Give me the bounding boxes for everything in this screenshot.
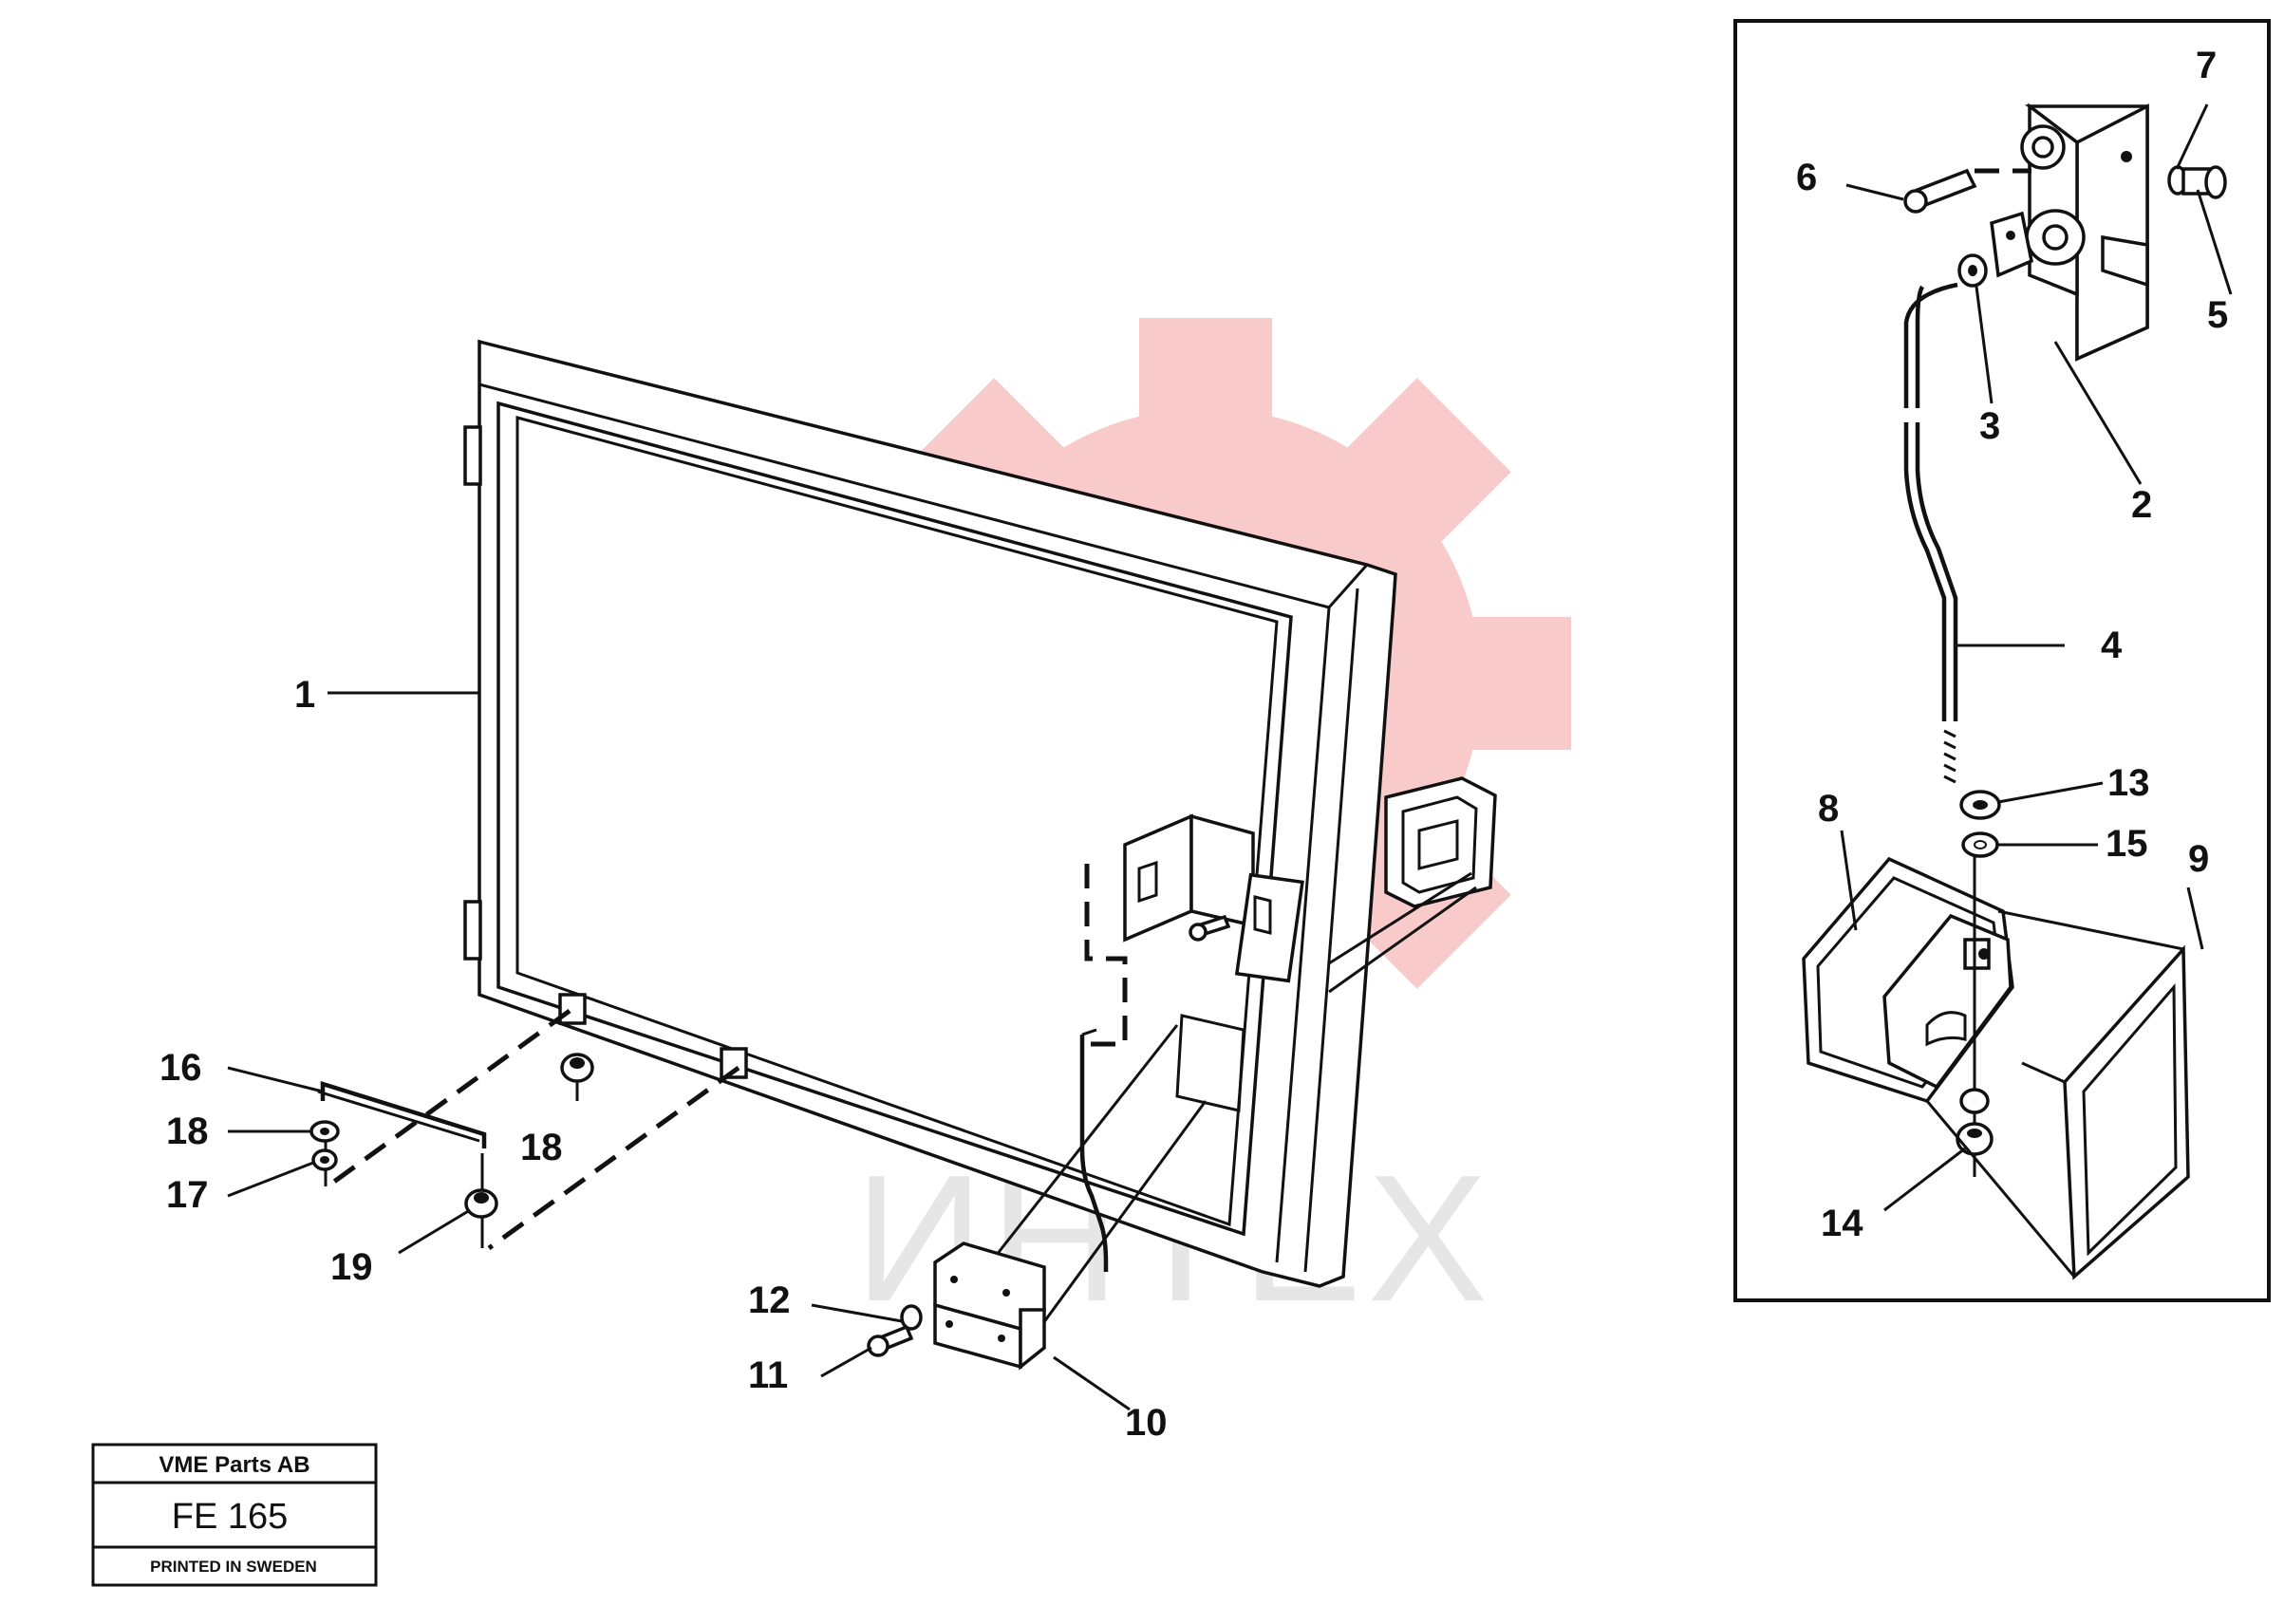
- gasket-9: [1925, 909, 2190, 1280]
- support-bar-16: [317, 1080, 487, 1248]
- callout-3: 3: [1979, 405, 2000, 447]
- title-block-code: FE 165: [172, 1497, 289, 1537]
- nut-18-center: [560, 1053, 594, 1083]
- callout-2: 2: [2131, 484, 2152, 526]
- callout-14: 14: [1821, 1203, 1863, 1244]
- clip-3: [1957, 253, 1988, 288]
- screw-6: [1903, 168, 1977, 214]
- callout-5: 5: [2207, 294, 2228, 336]
- callout-6: 6: [1796, 157, 1817, 198]
- callout-leaders: [227, 103, 2233, 1411]
- title-block: VME Parts AB FE 165 PRINTED IN SWEDEN: [91, 1443, 378, 1587]
- bolt-5: [2181, 165, 2227, 199]
- callout-15: 15: [2106, 823, 2148, 865]
- rod-4: [1903, 282, 1958, 784]
- callout-9: 9: [2188, 838, 2209, 880]
- dashed-line-left: [326, 1008, 571, 1189]
- screw-11: [867, 1324, 914, 1357]
- washer-17: [311, 1148, 338, 1171]
- callout-1: 1: [294, 674, 315, 716]
- callout-17: 17: [166, 1174, 209, 1216]
- washer-12: [900, 1304, 923, 1331]
- callout-18-center: 18: [520, 1127, 563, 1168]
- detail-inset: [1733, 19, 2271, 1302]
- bottom-bracket: [933, 1241, 1046, 1371]
- callout-13: 13: [2107, 762, 2150, 804]
- title-block-company: VME Parts AB: [159, 1452, 309, 1478]
- dashed-line-latch: [1084, 864, 1128, 1047]
- callout-12: 12: [748, 1279, 791, 1321]
- washer-15: [1961, 831, 1999, 858]
- callout-10: 10: [1125, 1402, 1168, 1444]
- nut-19: [464, 1188, 498, 1219]
- window-frame: [463, 339, 1397, 1288]
- callout-11: 11: [748, 1354, 788, 1396]
- callout-8: 8: [1818, 788, 1839, 830]
- frame-cutout: [966, 871, 1477, 1349]
- callout-4: 4: [2101, 625, 2123, 666]
- latch-rod: [1079, 1028, 1109, 1272]
- dashed-line-right: [487, 1065, 740, 1251]
- latch-bracket-upper: [1123, 813, 1304, 983]
- callout-18-left: 18: [166, 1111, 209, 1152]
- callout-7: 7: [2196, 45, 2217, 86]
- callout-labels: 1 2 3 4 5 6 7 8 9 10 11 12 13 14 15 16 1…: [159, 45, 2228, 1444]
- nut-18-left: [309, 1120, 340, 1143]
- title-block-footer: PRINTED IN SWEDEN: [150, 1558, 317, 1576]
- callout-16: 16: [159, 1047, 202, 1089]
- callout-19: 19: [330, 1246, 373, 1288]
- lock-housing-on-frame: [1384, 776, 1497, 908]
- nut-13: [1959, 790, 2001, 820]
